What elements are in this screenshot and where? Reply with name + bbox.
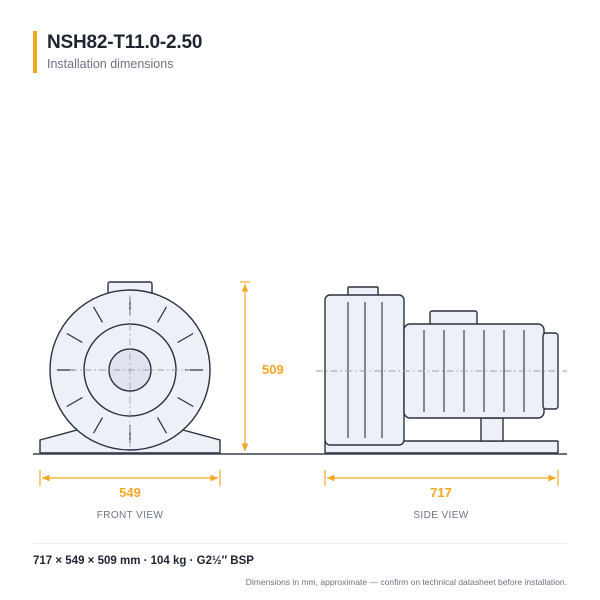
side-view	[324, 286, 559, 454]
front-width-value: 549	[119, 485, 141, 500]
side-view-label: SIDE VIEW	[413, 510, 468, 521]
footer-divider	[33, 543, 567, 544]
dimension-lines	[39, 281, 559, 486]
side-length-value: 717	[430, 485, 452, 500]
footer-note: Dimensions in mm, approximate — confirm …	[245, 577, 567, 587]
side-pump-ribs	[347, 302, 383, 438]
front-view-label: FRONT VIEW	[97, 510, 164, 521]
spec-summary: 717 × 549 × 509 mm · 104 kg · G2½″ BSP	[33, 555, 254, 567]
side-motor-support	[480, 417, 504, 442]
title-accent-bar	[33, 31, 37, 73]
page-subtitle: Installation dimensions	[47, 57, 174, 71]
page-title: NSH82-T11.0-2.50	[47, 32, 203, 53]
centre-lines	[70, 295, 567, 447]
height-value: 509	[262, 362, 284, 377]
